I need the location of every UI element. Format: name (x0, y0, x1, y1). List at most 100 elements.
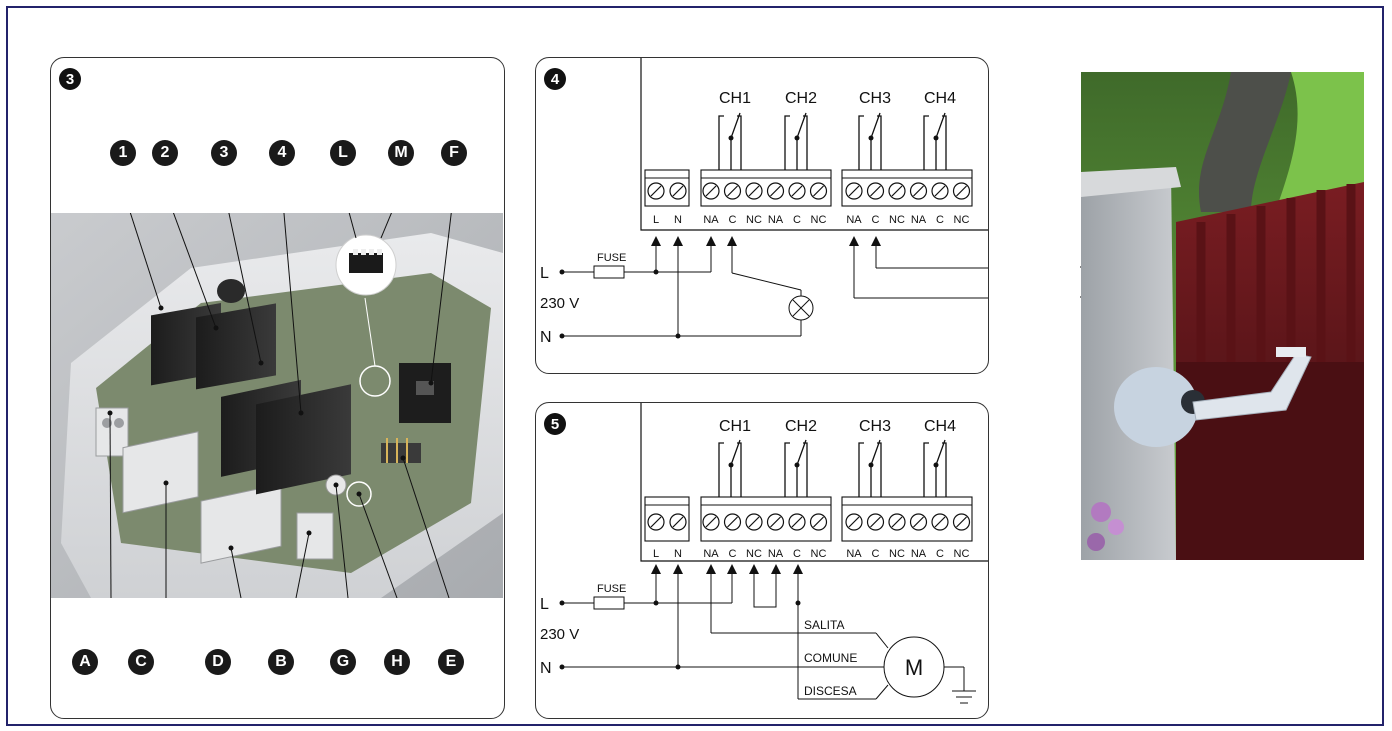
terminal-label: C (793, 214, 801, 226)
figure-3-panel: 3 1 2 3 4 L M F (50, 57, 505, 719)
terminal-label: NC (811, 214, 827, 226)
terminal-screw-slot (770, 185, 781, 197)
ch2-label: CH2 (785, 90, 817, 107)
terminal-label: L (653, 548, 659, 560)
terminal-screw-slot (891, 516, 903, 528)
line-label: L (540, 265, 549, 282)
terminal-label: NA (768, 548, 784, 560)
gate-opener-photo (1081, 72, 1364, 560)
terminal-label: NC (746, 214, 762, 226)
callout-A: A (72, 649, 98, 675)
terminal-screws (647, 513, 971, 531)
terminal-label: NA (846, 214, 862, 226)
terminal-screw-slot (791, 185, 803, 197)
terminal-screw-slot (705, 185, 717, 197)
callout-3: 3 (211, 140, 237, 166)
terminal-screw-slot (650, 185, 662, 197)
wire-up-label: SALITA (804, 618, 844, 632)
terminal-screw-slot (705, 516, 717, 528)
terminal-screw-slot (848, 516, 860, 528)
terminal-label: NC (811, 548, 827, 560)
wire-common-label: COMUNE (804, 651, 857, 665)
callout-M: M (388, 140, 414, 166)
terminal-label: NC (746, 548, 762, 560)
callout-G: G (330, 649, 356, 675)
terminal-screw-slot (672, 185, 684, 197)
terminal-label: C (872, 548, 880, 560)
page-border (6, 6, 1384, 726)
terminal-label: C (729, 214, 737, 226)
terminal-label: C (729, 548, 737, 560)
terminal-label: C (936, 214, 944, 226)
terminal-screw-slot (848, 185, 860, 197)
figure-4-number: 4 (544, 68, 566, 90)
terminal-blocks (644, 496, 973, 542)
terminal-screw-slot (891, 185, 903, 197)
terminal-screw-slot (913, 185, 924, 197)
terminal-label: NA (703, 548, 719, 560)
ch3-label: CH3 (859, 90, 891, 107)
callout-C: C (128, 649, 154, 675)
line-label: L (540, 596, 549, 613)
terminal-label: NA (911, 548, 927, 560)
terminal-label: NC (889, 214, 905, 226)
terminal-screw-slot (934, 185, 946, 197)
terminal-screw-slot (956, 516, 967, 528)
ch3-label: CH3 (859, 418, 891, 435)
voltage-label: 230 V (540, 626, 579, 643)
fuse-label: FUSE (597, 252, 626, 264)
voltage-label: 230 V (540, 295, 579, 312)
terminal-screw-slot (934, 516, 946, 528)
terminal-screw-slot (956, 185, 967, 197)
terminal-label: C (793, 548, 801, 560)
ch4-label: CH4 (924, 418, 956, 435)
terminal-label: NC (889, 548, 905, 560)
callout-D: D (205, 649, 231, 675)
terminal-screw-slot (913, 516, 924, 528)
callout-4: 4 (269, 140, 295, 166)
callout-L: L (330, 140, 356, 166)
terminal-screw-slot (748, 516, 760, 528)
terminal-label: C (872, 214, 880, 226)
terminal-screw-slot (727, 185, 738, 197)
terminal-screw-slot (791, 516, 803, 528)
figure-3-number: 3 (59, 68, 81, 90)
figure-5-number: 5 (544, 413, 566, 435)
fuse-label: FUSE (597, 583, 626, 595)
terminal-label: NC (954, 548, 970, 560)
lamp-wiring (562, 241, 988, 337)
board-outline (640, 58, 988, 231)
neutral-label: N (540, 660, 552, 677)
ch4-label: CH4 (924, 90, 956, 107)
terminal-screw-slot (770, 516, 781, 528)
neutral-label: N (540, 329, 552, 346)
terminal-screw-slot (870, 185, 881, 197)
relay-contacts (718, 439, 947, 497)
callout-E: E (438, 649, 464, 675)
callout-1: 1 (110, 140, 136, 166)
terminal-screw-slot (650, 516, 662, 528)
terminal-screw-slot (727, 516, 738, 528)
terminal-label: NC (954, 214, 970, 226)
terminal-label: NA (768, 214, 784, 226)
terminal-label: NA (846, 548, 862, 560)
terminal-label: C (936, 548, 944, 560)
wire-down-label: DISCESA (804, 684, 857, 698)
terminal-screw-slot (748, 185, 760, 197)
relay-contacts (718, 112, 947, 170)
terminal-label: N (674, 214, 682, 226)
terminal-screw-slot (813, 185, 824, 197)
callout-F: F (441, 140, 467, 166)
terminal-screw-slot (870, 516, 881, 528)
terminal-label: NA (703, 214, 719, 226)
ch1-label: CH1 (719, 90, 751, 107)
callout-H: H (384, 649, 410, 675)
receiver-board-photo (51, 213, 503, 598)
motor-wiring (562, 569, 976, 704)
terminal-screw-slot (672, 516, 684, 528)
